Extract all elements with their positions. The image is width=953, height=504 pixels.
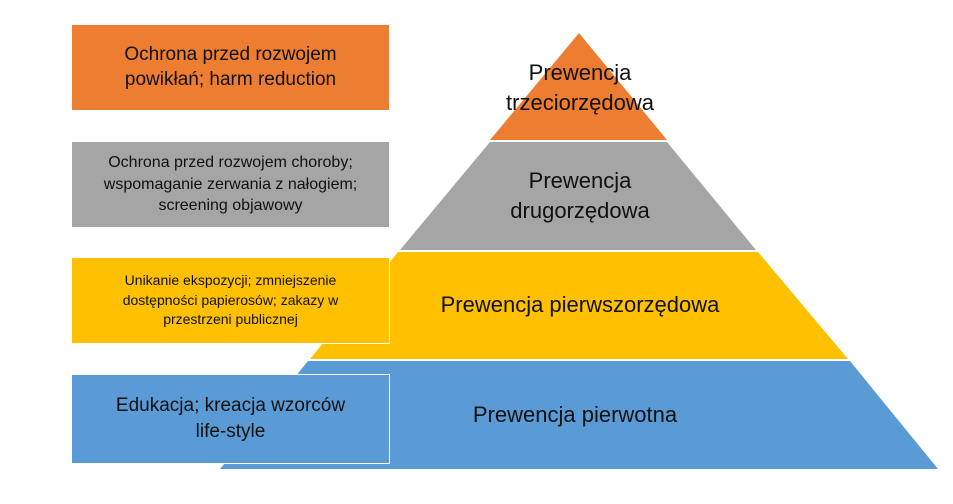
pyramid-tier-secondary (400, 142, 756, 250)
description-box-secondary: Ochrona przed rozwojem choroby; wspomaga… (71, 141, 390, 228)
pyramid-tier-tertiary (490, 33, 667, 140)
description-box-primordial: Edukacja; kreacja wzorców life-style (71, 374, 390, 464)
description-text-primary: Unikanie ekspozycji; zmniejszenie dostęp… (122, 272, 339, 328)
description-box-primary: Unikanie ekspozycji; zmniejszenie dostęp… (71, 257, 390, 344)
pyramid-tier-primordial (220, 361, 938, 469)
pyramid-tier-primary (310, 252, 848, 359)
description-text-secondary: Ochrona przed rozwojem choroby; wspomaga… (103, 154, 358, 215)
description-box-tertiary: Ochrona przed rozwojem powikłań; harm re… (71, 24, 390, 111)
description-text-tertiary: Ochrona przed rozwojem powikłań; harm re… (124, 43, 337, 90)
tier-label-primary: Prewencja pierwszorzędowa (440, 292, 720, 317)
tier-label-primordial: Prewencja pierwotna (472, 402, 678, 427)
description-text-primordial: Edukacja; kreacja wzorców life-style (115, 395, 346, 442)
